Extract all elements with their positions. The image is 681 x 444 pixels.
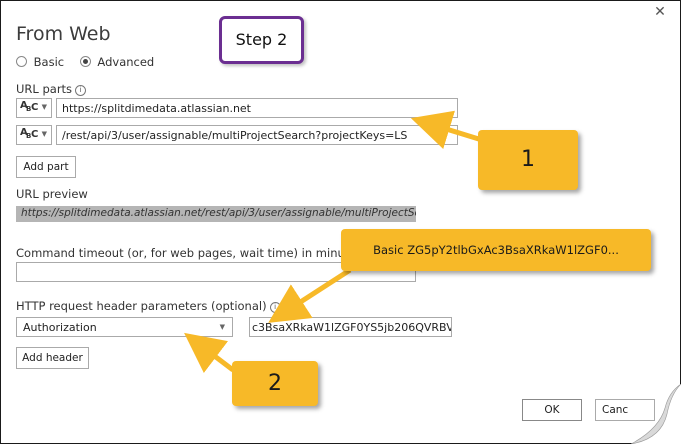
chevron-down-icon: ▼ — [41, 103, 47, 111]
ok-button[interactable]: OK — [522, 399, 582, 421]
url-preview-field: https://splitdimedata.atlassian.net/rest… — [16, 206, 416, 222]
cancel-button[interactable]: Canc — [595, 399, 655, 421]
url-preview-label: URL preview — [16, 187, 88, 201]
text-type-icon: A — [20, 100, 28, 111]
step-label-box: Step 2 — [219, 16, 304, 64]
dialog-title: From Web — [16, 23, 111, 45]
add-part-button[interactable]: Add part — [16, 156, 76, 178]
header-value-input[interactable]: c3BsaXRkaW1lZGF0YS5jb206QVRBVF( — [249, 317, 452, 337]
basic-radio-label[interactable]: Basic — [33, 55, 65, 69]
arrow-2 — [184, 332, 235, 374]
callout-basic-token: Basic ZG5pY2tlbGxAc3BsaXRkaW1lZGF0... — [341, 229, 651, 271]
advanced-radio-label[interactable]: Advanced — [97, 55, 155, 69]
http-headers-label-text: HTTP request header parameters (optional… — [16, 299, 267, 313]
arrow-basic — [268, 267, 352, 323]
url-part-input-2[interactable]: /rest/api/3/user/assignable/multiProject… — [56, 125, 458, 145]
basic-radio[interactable] — [16, 56, 27, 67]
arrow-1 — [410, 110, 483, 149]
advanced-radio[interactable] — [79, 56, 91, 67]
close-icon[interactable]: ✕ — [654, 4, 666, 20]
header-name-dropdown[interactable]: Authorization ▼ — [16, 317, 233, 337]
chevron-down-icon: ▼ — [219, 323, 225, 331]
timeout-input[interactable] — [16, 262, 416, 282]
chevron-down-icon: ▼ — [41, 130, 47, 138]
url-parts-label-text: URL parts — [16, 82, 73, 96]
info-icon[interactable]: i — [75, 85, 87, 96]
timeout-label: Command timeout (or, for web pages, wait… — [16, 246, 378, 260]
callout-1: 1 — [478, 130, 578, 190]
url-part-input-1[interactable]: https://splitdimedata.atlassian.net — [56, 98, 458, 118]
header-name-value: Authorization — [23, 321, 97, 334]
mode-radio-group: Basic Advanced — [16, 55, 154, 69]
text-type-icon: A — [20, 127, 28, 138]
callout-2: 2 — [232, 361, 318, 406]
page-curl-corner — [631, 384, 681, 444]
add-header-button[interactable]: Add header — [16, 347, 89, 369]
